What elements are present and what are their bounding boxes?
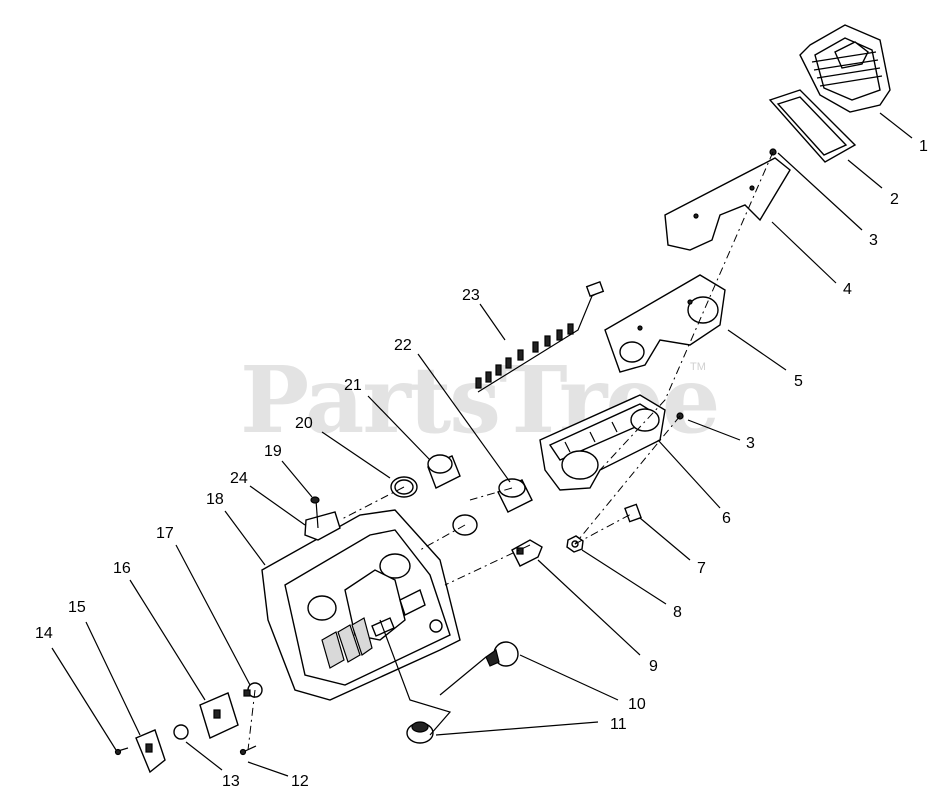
callout-15: 15: [68, 599, 86, 616]
callout-16: 16: [113, 560, 131, 577]
callout-20: 20: [295, 415, 313, 432]
callout-1: 1: [919, 138, 928, 155]
part-16-socket-plate[interactable]: [199, 692, 239, 739]
part-2-gasket[interactable]: [768, 89, 857, 163]
callout-7: 7: [697, 560, 706, 577]
callout-23: 23: [462, 287, 480, 304]
part-17-lamp[interactable]: [243, 682, 263, 698]
part-19-screw[interactable]: [310, 496, 320, 529]
part-9-switch[interactable]: [511, 539, 543, 567]
part-4-plate[interactable]: [664, 157, 791, 251]
callout-4: 4: [843, 281, 852, 298]
callout-14: 14: [35, 625, 53, 642]
callout-5: 5: [794, 373, 803, 390]
callout-3-lower: 3: [746, 435, 755, 452]
part-1-boot[interactable]: [799, 24, 891, 113]
callout-12: 12: [291, 773, 309, 790]
part-5-panel-gasket[interactable]: [604, 274, 726, 373]
callout-labels: 1 2 3 4 5 3 6 7 8 9 10 11 12 13 14 15 16…: [35, 138, 928, 790]
harness-connectors: [475, 323, 574, 389]
part-10-lamp[interactable]: [485, 641, 519, 667]
part-18-dash-panel[interactable]: [261, 509, 461, 701]
callout-22: 22: [394, 337, 412, 354]
callout-13: 13: [222, 773, 240, 790]
part-11-knob[interactable]: [406, 721, 434, 744]
part-21-gauge[interactable]: [427, 454, 478, 536]
part-15-bracket[interactable]: [135, 729, 166, 774]
callout-9: 9: [649, 658, 658, 675]
part-22-gauge[interactable]: [497, 478, 533, 513]
callout-8: 8: [673, 604, 682, 621]
part-7-clip[interactable]: [624, 503, 642, 523]
callout-2: 2: [890, 191, 899, 208]
part-12-screw[interactable]: [239, 745, 257, 756]
part-23-harness[interactable]: [475, 281, 605, 393]
callout-18: 18: [206, 491, 224, 508]
watermark-trademark: TM: [690, 361, 706, 373]
part-13-bulb[interactable]: [173, 724, 189, 740]
part-24-bracket[interactable]: [304, 511, 341, 541]
callout-19: 19: [264, 443, 282, 460]
callout-24: 24: [230, 470, 248, 487]
part-14-screw[interactable]: [114, 747, 129, 756]
assembly-lines: [247, 151, 774, 751]
callout-21: 21: [344, 377, 362, 394]
callout-11: 11: [610, 716, 627, 733]
callout-6: 6: [722, 510, 731, 527]
leader-lines: [51, 112, 913, 777]
callout-10: 10: [628, 696, 646, 713]
callout-3: 3: [869, 232, 878, 249]
callout-17: 17: [156, 525, 174, 542]
